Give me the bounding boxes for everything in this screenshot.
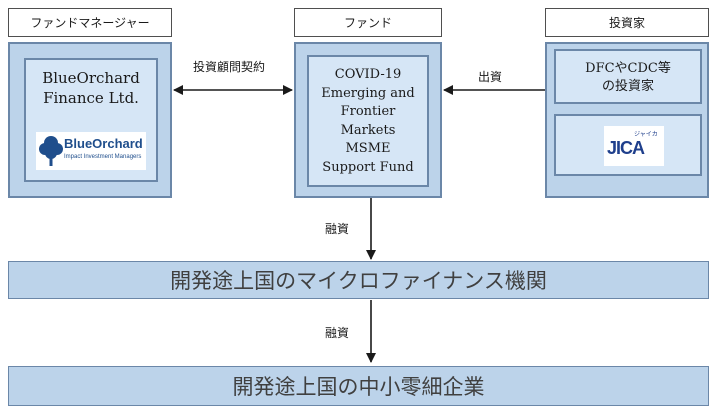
blueorchard-card: BlueOrchard Finance Ltd. BlueOrchard Imp…: [24, 58, 158, 182]
investors-header-label: 投資家: [608, 16, 645, 30]
financing-label-1: 融資: [325, 222, 350, 236]
blueorchard-logo: BlueOrchard Impact Investment Managers: [36, 132, 146, 170]
blueorchard-name-line1: BlueOrchard: [42, 69, 140, 87]
fund-manager-box: BlueOrchard Finance Ltd. BlueOrchard Imp…: [8, 42, 172, 198]
jica-card: JICA ジャイカ: [554, 114, 702, 176]
blueorchard-name-line2: Finance Ltd.: [43, 89, 139, 107]
fund-name: COVID-19 Emerging and Frontier Markets M…: [309, 66, 427, 177]
msme-band-label: 開発途上国の中小零細企業: [232, 375, 485, 399]
dfc-cdc-line2: の投資家: [601, 79, 654, 94]
fund-name-line1: COVID-19: [334, 67, 402, 82]
jica-logo: JICA ジャイカ: [604, 126, 664, 166]
dfc-cdc-line1: DFCやCDC等: [585, 61, 671, 76]
blueorchard-logo-sub: Impact Investment Managers: [64, 154, 142, 160]
advisory-contract-label: 投資顧問契約: [193, 60, 266, 74]
tree-icon: [39, 136, 63, 166]
blueorchard-name: BlueOrchard Finance Ltd.: [26, 68, 156, 108]
jica-kana: ジャイカ: [634, 131, 658, 138]
dfc-cdc-text: DFCやCDC等 の投資家: [556, 60, 700, 96]
mfi-band: 開発途上国のマイクロファイナンス機関: [8, 261, 709, 299]
investors-header: 投資家: [545, 8, 709, 37]
fund-header-label: ファンド: [343, 16, 392, 30]
investment-label: 出資: [478, 70, 503, 84]
blueorchard-logo-text: BlueOrchard: [64, 136, 143, 151]
jica-logo-text: JICA: [607, 138, 645, 158]
fund-name-line5: MSME: [345, 141, 391, 156]
fund-name-line2: Emerging and: [321, 85, 415, 101]
fund-manager-header-label: ファンドマネージャー: [30, 16, 150, 30]
fund-name-line4: Markets: [340, 122, 396, 138]
investors-box: DFCやCDC等 の投資家 JICA ジャイカ: [545, 42, 709, 198]
fund-manager-header: ファンドマネージャー: [8, 8, 172, 37]
fund-box: COVID-19 Emerging and Frontier Markets M…: [294, 42, 442, 198]
fund-name-line6: Support Fund: [322, 159, 414, 175]
msme-band: 開発途上国の中小零細企業: [8, 366, 709, 406]
financing-label-2: 融資: [325, 326, 350, 340]
fund-card: COVID-19 Emerging and Frontier Markets M…: [307, 55, 429, 187]
fund-name-line3: Frontier: [340, 104, 396, 119]
fund-header: ファンド: [294, 8, 442, 37]
mfi-band-label: 開発途上国のマイクロファイナンス機関: [170, 269, 547, 293]
dfc-cdc-card: DFCやCDC等 の投資家: [554, 49, 702, 104]
